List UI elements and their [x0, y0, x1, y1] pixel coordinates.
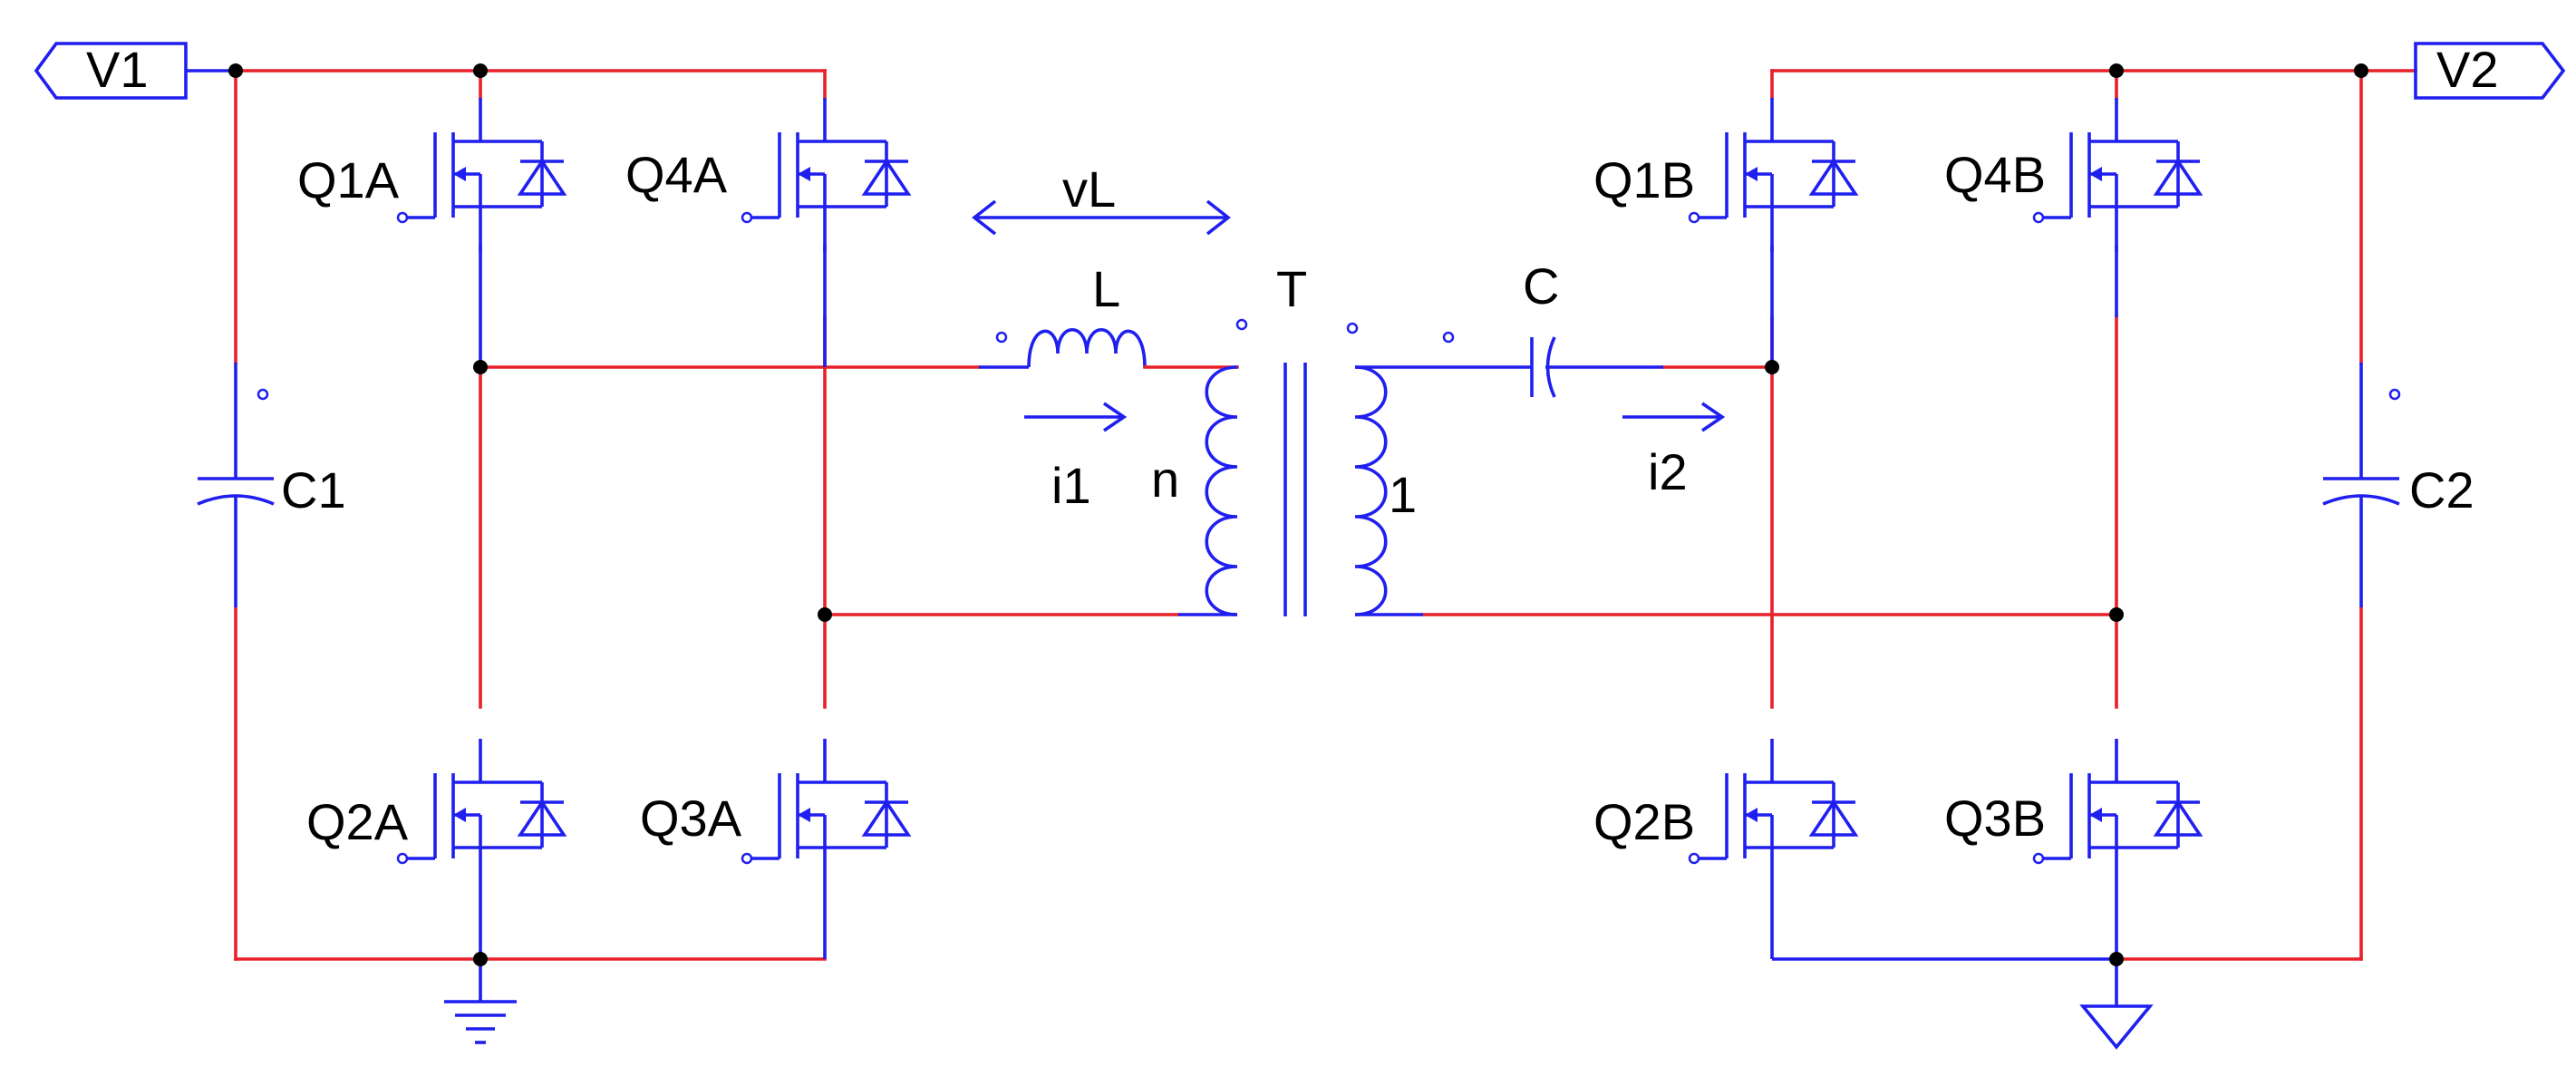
- switch-label-q2b: Q2B: [1593, 793, 1695, 850]
- junction-dots: [228, 63, 2368, 966]
- transformer-turns-primary: n: [1151, 451, 1179, 508]
- switch-label-q4b: Q4B: [1944, 146, 2046, 203]
- capacitor-label-c2: C2: [2409, 461, 2474, 519]
- i2-arrow: [1622, 402, 1726, 432]
- transformer-label: T: [1276, 260, 1307, 317]
- transformer-turns-secondary: 1: [1389, 466, 1417, 523]
- inductor-icon: [979, 328, 1239, 369]
- port-v2: V2: [2414, 41, 2566, 100]
- transformer-icon: [1178, 318, 1423, 616]
- ground-icon: [444, 1000, 517, 1044]
- switch-label-q1b: Q1B: [1593, 151, 1695, 208]
- mosfet-icon: [396, 96, 2202, 895]
- capacitor-label-c: C: [1523, 257, 1559, 315]
- capacitor-label-c1: C1: [281, 461, 346, 519]
- switch-label-q1a: Q1A: [297, 151, 400, 208]
- i1-arrow: [1024, 402, 1128, 432]
- switch-label-q3b: Q3B: [1944, 790, 2046, 847]
- i1-label: i1: [1051, 457, 1091, 514]
- port-v2-label: V2: [2436, 41, 2499, 98]
- vl-label: vL: [1062, 160, 1116, 218]
- wiring: [234, 69, 2417, 961]
- inductor-label: L: [1092, 260, 1120, 317]
- switch-label-q2a: Q2A: [306, 793, 409, 850]
- vl-double-arrow: [972, 199, 1231, 236]
- i2-label: i2: [1648, 443, 1688, 500]
- capacitor-icon: [197, 363, 275, 607]
- switch-label-q3a: Q3A: [640, 790, 742, 847]
- port-v1-label: V1: [86, 41, 149, 98]
- port-v1: V1: [34, 41, 188, 100]
- ground-icon: [2079, 1004, 2154, 1050]
- switch-label-q4a: Q4A: [625, 146, 728, 203]
- capacitor-icon: [1423, 331, 1663, 398]
- component-leads: [186, 69, 2118, 1006]
- capacitor-icon: [2322, 363, 2401, 607]
